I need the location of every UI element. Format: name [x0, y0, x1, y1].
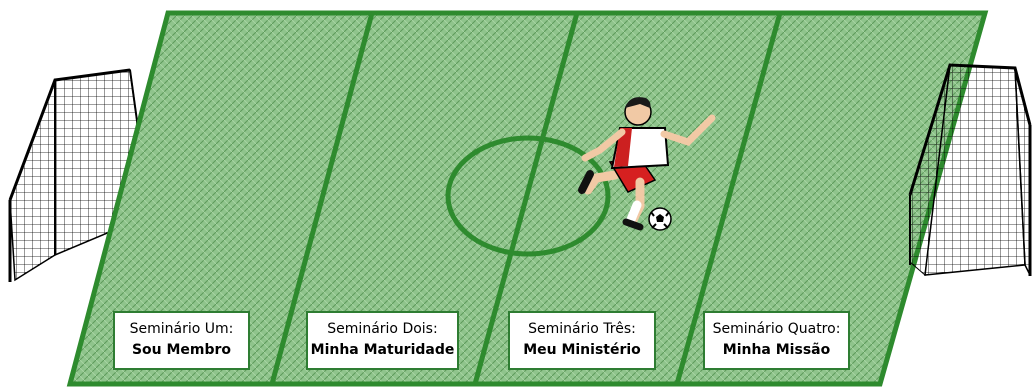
left-goal-icon — [8, 68, 151, 282]
divider-line-2 — [472, 12, 580, 385]
seminar-name: Sou Membro — [131, 342, 232, 358]
seminar-box-1: Seminário Um: Sou Membro — [113, 311, 250, 370]
seminar-title: Seminário Um: — [129, 321, 234, 337]
divider-line-3 — [674, 12, 783, 385]
field — [66, 10, 989, 387]
divider-line-1 — [269, 12, 375, 385]
seminar-title: Seminário Quatro: — [712, 321, 841, 337]
seminar-title: Seminário Dois: — [327, 321, 438, 337]
right-goal-icon — [908, 63, 1032, 276]
seminar-box-3: Seminário Três: Meu Ministério — [508, 311, 656, 370]
seminar-title: Seminário Três: — [528, 321, 636, 337]
center-circle — [445, 135, 611, 257]
seminar-name: Minha Maturidade — [310, 342, 455, 358]
soccer-ball-icon — [648, 207, 672, 231]
soccer-player-icon — [578, 97, 716, 231]
seminar-name: Meu Ministério — [523, 342, 641, 358]
seminar-name: Minha Missão — [722, 342, 831, 358]
seminar-box-4: Seminário Quatro: Minha Missão — [703, 311, 850, 370]
seminar-box-2: Seminário Dois: Minha Maturidade — [306, 311, 459, 370]
